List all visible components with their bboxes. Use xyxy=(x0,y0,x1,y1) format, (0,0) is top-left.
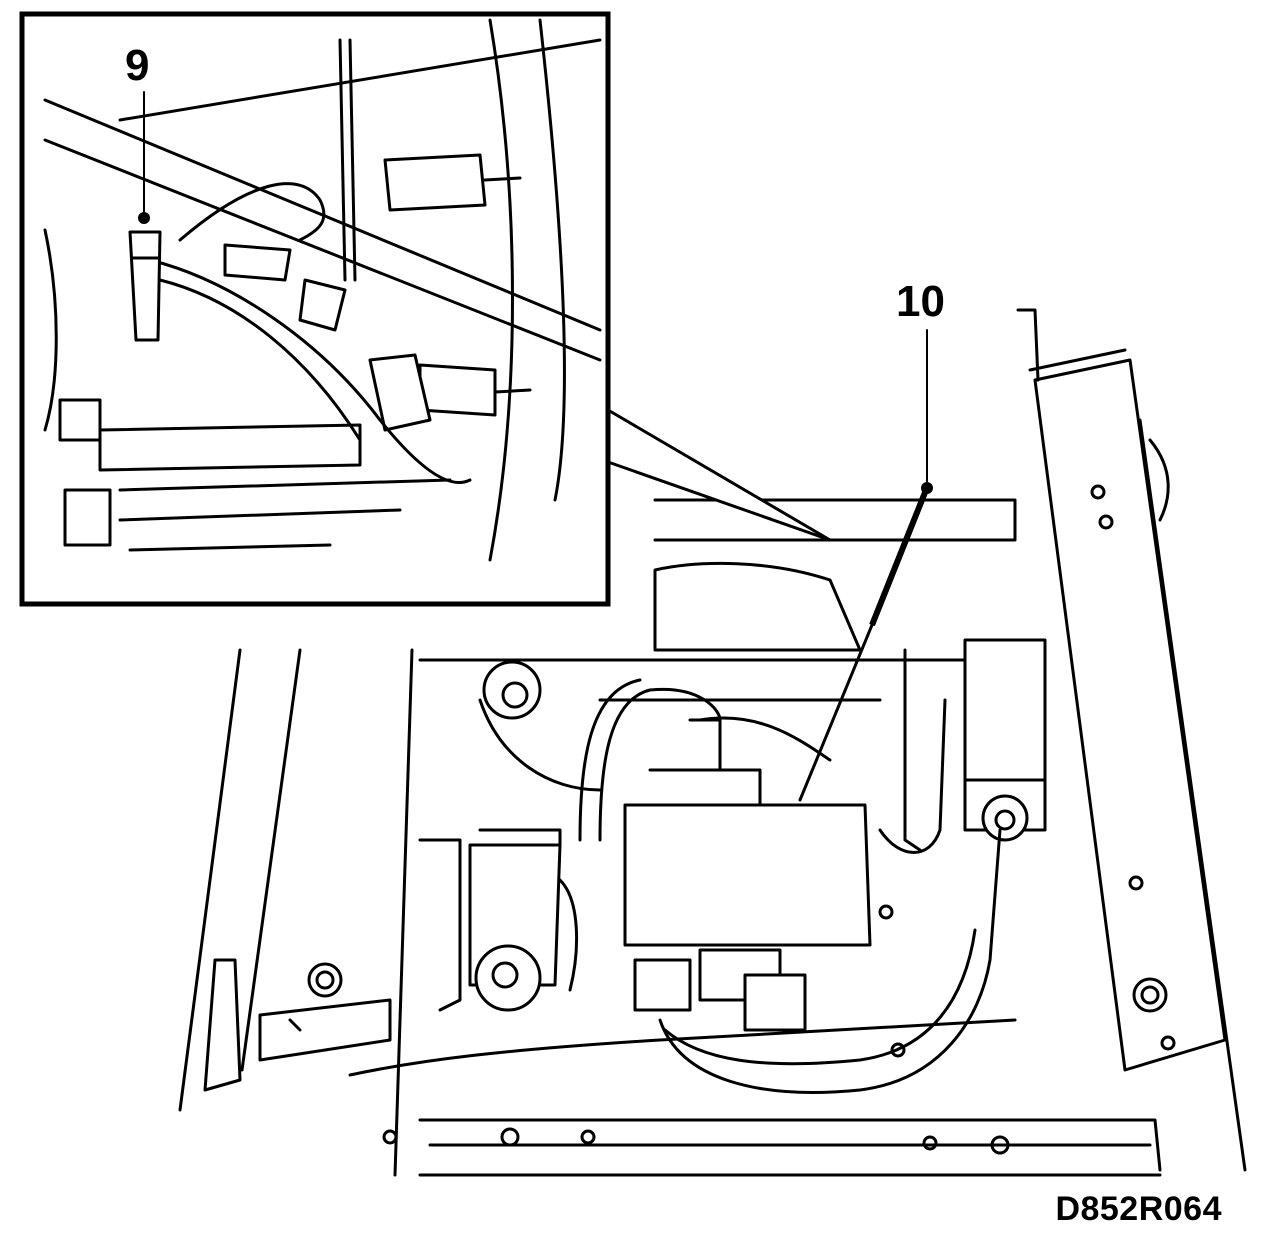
leader-10-dot xyxy=(921,482,933,494)
cable-loop xyxy=(658,828,1002,1094)
part-10-rod xyxy=(869,488,929,627)
right-rail xyxy=(1016,308,1247,1172)
left-motor xyxy=(468,660,562,1012)
inset-pointer-wedge xyxy=(607,408,832,542)
rear-crossmember xyxy=(653,498,1017,542)
inset-capacitor-lower xyxy=(418,363,497,417)
cable-loop-inner xyxy=(663,928,977,1066)
inset-wire-2 xyxy=(148,258,472,484)
inset-tube xyxy=(98,423,362,472)
figure-code: D852R064 xyxy=(1055,1190,1222,1228)
main-view xyxy=(178,308,1247,1177)
left-rail-inner xyxy=(240,648,302,1072)
left-frame-edge xyxy=(393,648,414,1177)
cable-right xyxy=(878,698,947,854)
inset-wire-1 xyxy=(178,182,326,242)
floor-trim xyxy=(348,1018,1017,1077)
cable-left-upper-2 xyxy=(578,678,642,842)
inset-detail xyxy=(19,11,611,607)
callout-label-9: 9 xyxy=(125,41,150,90)
cable-left xyxy=(478,698,602,792)
inset-wire-3 xyxy=(158,278,362,442)
inset-capacitor-upper xyxy=(383,153,487,212)
left-bracket-2 xyxy=(418,838,462,1012)
leader-9-dot xyxy=(138,212,150,224)
left-rail-outer xyxy=(178,648,242,1112)
right-motor xyxy=(963,638,1047,842)
control-module xyxy=(623,718,894,1032)
part-9-clip xyxy=(128,230,162,342)
left-trim-piece xyxy=(203,958,242,1092)
cable-left-upper xyxy=(598,687,722,842)
cable-left-lower xyxy=(558,878,578,992)
left-bracket xyxy=(258,998,392,1062)
part-10-rod-lower xyxy=(798,623,874,802)
inset-connector xyxy=(368,353,432,432)
rod-right xyxy=(903,648,922,852)
callout-label-10: 10 xyxy=(896,277,945,326)
left-bolt xyxy=(307,962,343,998)
seat-cushion-pan xyxy=(653,561,862,652)
front-member xyxy=(418,1118,1162,1172)
left-bracket-slot xyxy=(288,1018,302,1032)
